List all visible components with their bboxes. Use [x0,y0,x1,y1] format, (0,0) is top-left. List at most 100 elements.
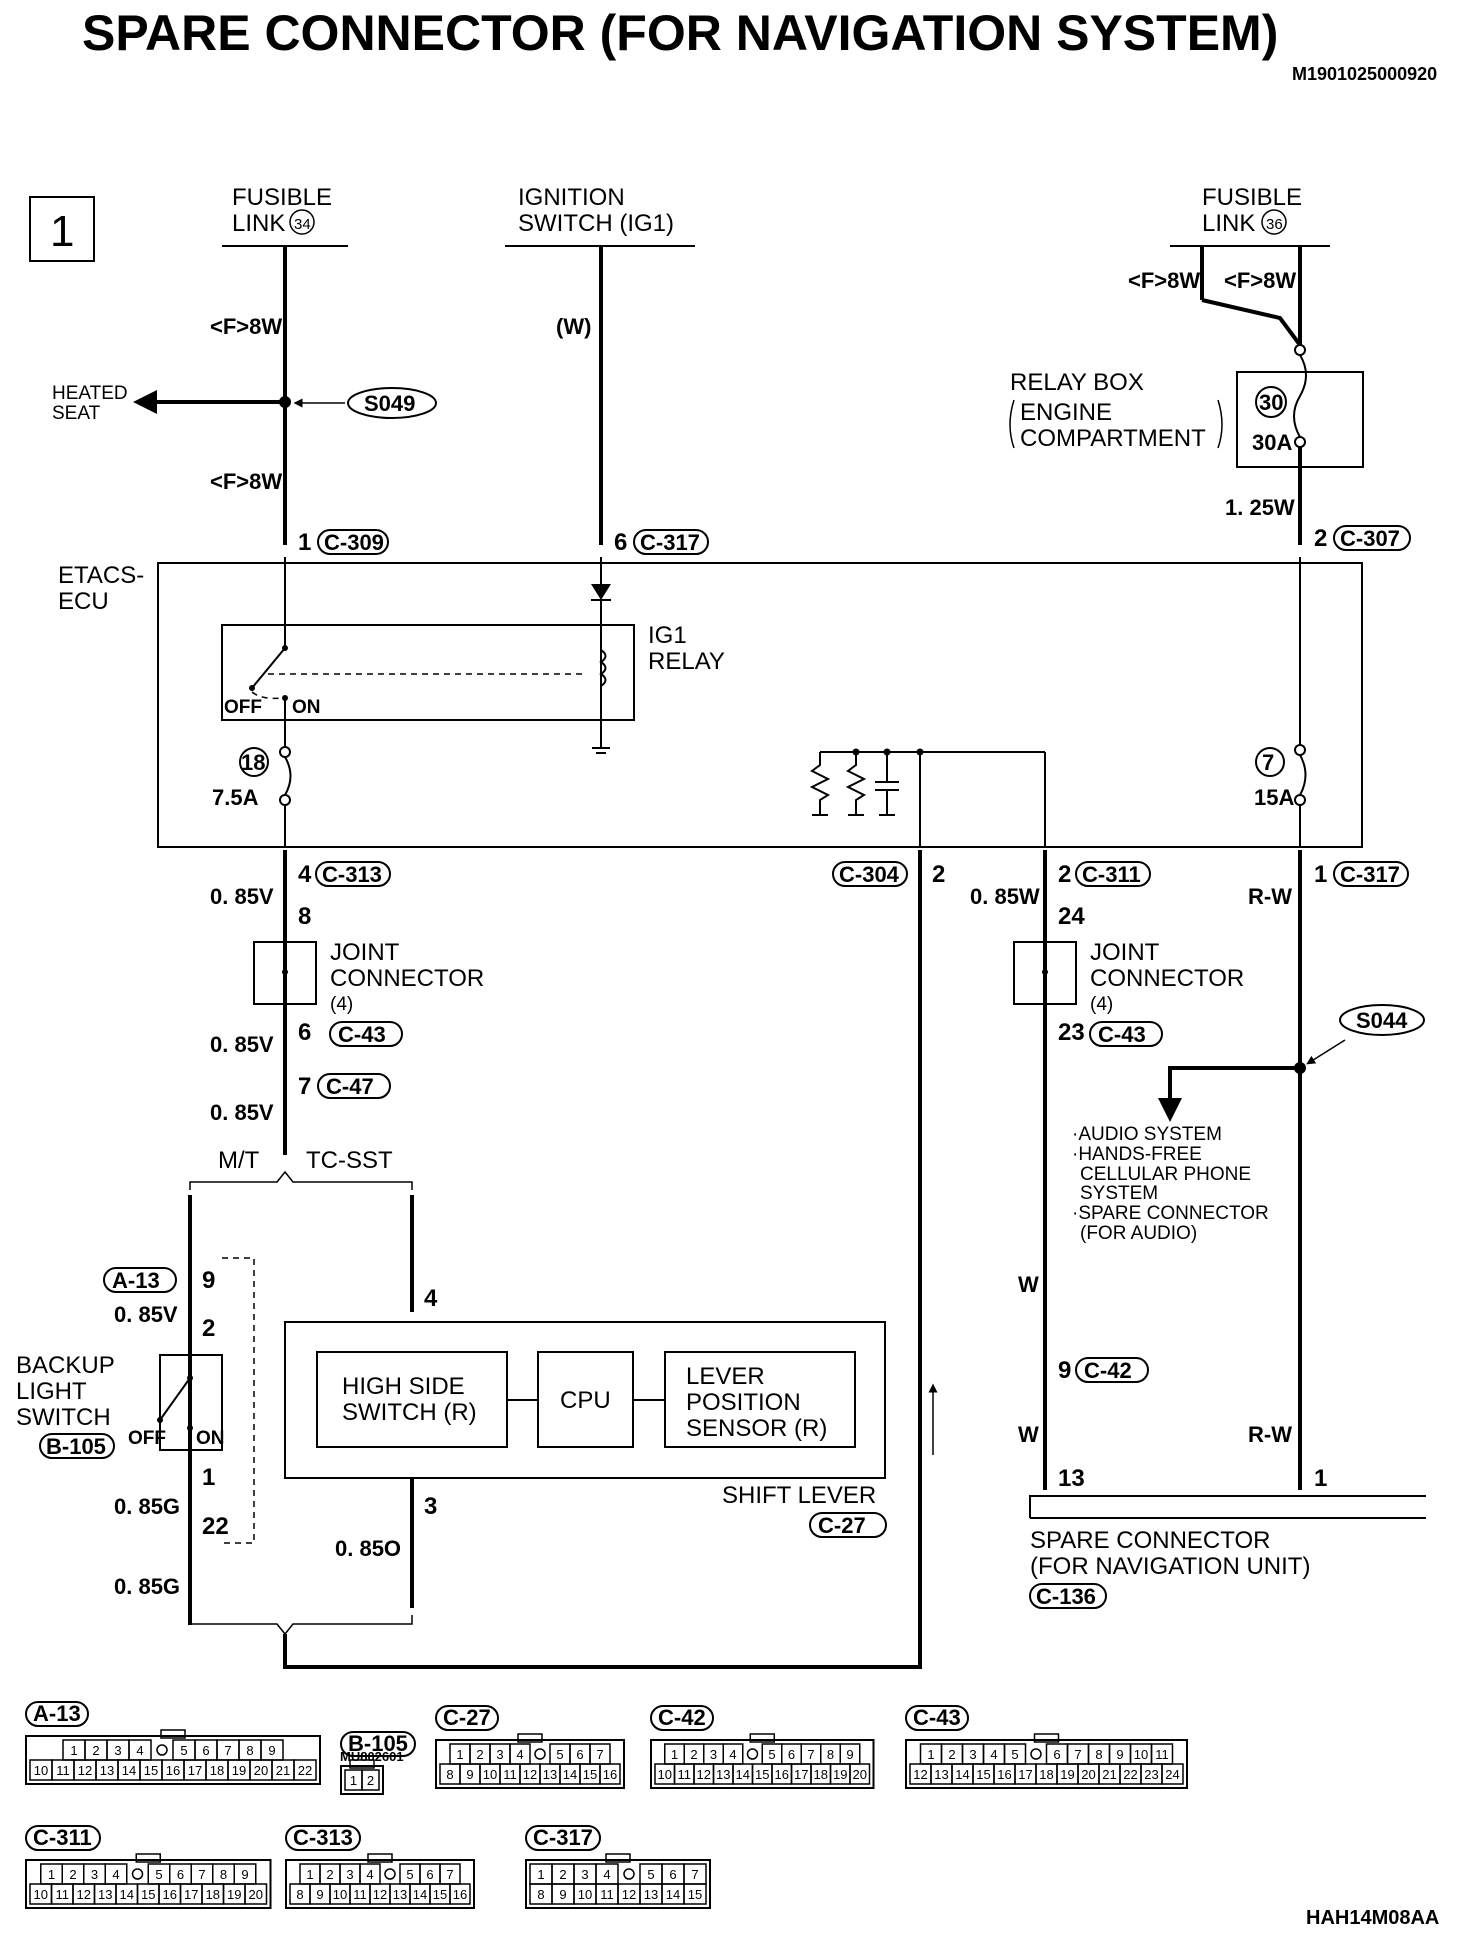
connector-view-c-317-pin: 9 [559,1887,566,1902]
doc-code: M1901025000920 [1292,64,1437,84]
connector-view-c-42-pin: 15 [755,1767,769,1782]
mt-dashed-bracket [222,1257,255,1544]
wire-label-rw-2: R-W [1248,1422,1292,1447]
backup-off-label: OFF [128,1428,166,1449]
connector-view-c-43-pin: 12 [913,1767,927,1782]
heated-seat-label2: SEAT [52,403,101,424]
connector-view-c-43-pin: 18 [1039,1767,1053,1782]
lever-sensor-label2: POSITION [686,1389,801,1416]
shift-lever-box [284,1321,886,1479]
conn-c304-badge [832,861,908,887]
connector-view-c-27-latch [517,1733,543,1743]
connector-view-c-313-cell [449,1883,471,1905]
connector-view-c-311-pin: 17 [184,1887,198,1902]
spare-connector-label2: (FOR NAVIGATION UNIT) [1030,1553,1310,1580]
connector-view-c-317-pin: 13 [644,1887,658,1902]
connector-view-c-27-badge [435,1705,499,1731]
connector-view-c-27-pin: 12 [523,1767,537,1782]
connector-view-c-313-badge [285,1825,361,1851]
variant-mt: M/T [218,1147,260,1174]
connector-view-a-13-pin: 13 [100,1763,114,1778]
relay-box-label3: COMPARTMENT [1020,425,1206,452]
fuse-30-badge [1255,386,1287,418]
conn-c307: C-307 [1340,526,1400,551]
connector-view-a-13-pin: 9 [268,1743,275,1758]
relay-box-paren-right [1217,399,1223,449]
spare-connector-box-top [1029,1495,1426,1518]
pin-c317-1: 1 [1314,861,1327,888]
backup-light-label3: SWITCH [16,1404,111,1431]
conn-a13: A-13 [112,1268,160,1293]
pin-c311-2: 2 [1058,861,1071,888]
wire-label-w-2: W [1018,1422,1039,1447]
connector-view-c-43-pin: 21 [1102,1767,1116,1782]
connector-view-c-317-pin: 8 [537,1887,544,1902]
conn-a13-badge [103,1267,177,1293]
connector-view-c-42-pin: 13 [716,1767,730,1782]
conn-c43-badge-left [329,1021,403,1047]
pin-jc-23: 23 [1058,1019,1085,1046]
pin-c136-13: 13 [1058,1465,1085,1492]
connector-view-c-42-pin: 4 [729,1747,736,1762]
wire-label-085g-2: 0. 85G [114,1574,180,1599]
connector-view-c-311-pin: 9 [241,1867,248,1882]
connector-view-c-42-pin: 20 [853,1767,867,1782]
pin-c313-4: 4 [298,861,312,888]
connector-view-c-43-pin: 6 [1053,1747,1060,1762]
connector-view-a-13-pin: 3 [114,1743,121,1758]
audio-branch-label-2: ·HANDS-FREE [1072,1144,1202,1165]
connector-view-c-313-pin: 6 [426,1867,433,1882]
connector-view-c-313-body [285,1859,475,1909]
ignition-switch-label: IGNITION [518,184,625,211]
connector-view-a-13-pin: 5 [180,1743,187,1758]
splice-s049-badge [347,387,437,419]
fuse-30-contact-bottom [1294,436,1306,448]
connector-view-c-43-pin: 7 [1074,1747,1081,1762]
connector-view-c-43-pin: 8 [1095,1747,1102,1762]
backup-light-label2: LIGHT [16,1378,87,1405]
audio-branch-label-3: CELLULAR PHONE [1080,1164,1251,1185]
relay-off-label: OFF [224,697,262,718]
fuse-7-element [1299,754,1307,796]
wire-label-rw-1: R-W [1248,884,1292,909]
wire-label-f8w-2: <F>8W [210,469,282,494]
connector-view-c-43-code: C-43 [913,1705,961,1730]
joint-connector-left-label: JOINT [330,939,400,966]
connector-view-a-13-pin: 4 [136,1743,143,1758]
connector-view-c-43-pin: 13 [934,1767,948,1782]
connector-view-c-27-pin: 10 [483,1767,497,1782]
connector-view-c-317-pin: 6 [669,1867,676,1882]
lever-sensor-label3: SENSOR (R) [686,1415,827,1442]
connector-view-c-313-pin: 3 [346,1867,353,1882]
connector-view-a-13-pin: 16 [166,1763,180,1778]
fuse-7-badge [1255,747,1285,777]
backup-on-label: ON [196,1428,225,1449]
pin-c27-4: 4 [424,1285,438,1312]
connector-view-c-313-key [384,1868,396,1880]
conn-c42-badge [1075,1357,1149,1383]
fuse-18-contact-top [279,746,291,758]
connector-view-c-311-pin: 1 [48,1867,55,1882]
connector-view-c-27-pin: 2 [476,1747,483,1762]
wire-label-085v-1: 0. 85V [210,884,274,909]
variant-bracket-bottom [189,1615,413,1636]
connector-view-c-42-pin: 9 [846,1747,853,1762]
connector-view-c-311-pin: 14 [120,1887,134,1902]
pin-jc-24: 24 [1058,903,1085,930]
connector-view-c-42-pin: 16 [775,1767,789,1782]
connector-view-c-43-pin: 24 [1165,1767,1179,1782]
connector-view-c-311-pin: 2 [69,1867,76,1882]
connector-view-a-13-cell [293,1759,317,1781]
connector-view-b-105-body [340,1765,384,1795]
backup-light-switch-box [159,1354,223,1451]
conn-c136-badge [1029,1583,1107,1609]
figure-code: HAH14M08AA [1306,1907,1439,1929]
connector-view-c-313-pin: 8 [296,1887,303,1902]
connector-view-c-42-pin: 10 [658,1767,672,1782]
splice-s049: S049 [364,391,415,416]
connector-view-c-42-badge [650,1705,714,1731]
connector-view-c-42-pin: 17 [794,1767,808,1782]
connector-view-c-43-pin: 9 [1116,1747,1123,1762]
connector-view-c-317-pin: 14 [666,1887,680,1902]
